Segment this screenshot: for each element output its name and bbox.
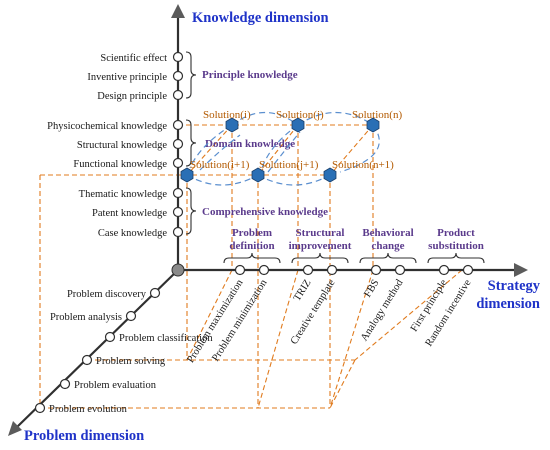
- knowledge-label: Thematic knowledge: [79, 189, 168, 200]
- arc-bottom-up-2: [267, 131, 301, 173]
- knowledge-node: [172, 157, 184, 169]
- problem-node: [104, 331, 116, 343]
- strategy-node: [234, 264, 246, 276]
- solution-label-j-plus-1: Solution(j+1): [259, 159, 319, 171]
- strategy-group-product-substitution-line2: substitution: [428, 240, 484, 252]
- problem-label: Problem classification: [119, 333, 213, 344]
- solution-hexagons: [180, 117, 380, 183]
- knowledge-node: [172, 206, 184, 218]
- group-domain-knowledge: Domain knowledge: [205, 138, 295, 150]
- solution-label-i: Solution(i): [203, 109, 251, 121]
- problem-label: Problem solving: [96, 356, 166, 367]
- problem-axis-title: Problem dimension: [24, 428, 144, 444]
- solution-hexagon: [366, 117, 380, 133]
- origin-sphere: [171, 263, 185, 277]
- arc-bottom-up-1: [199, 134, 241, 171]
- solution-hexagon: [180, 167, 194, 183]
- strategy-group-structural-improvement-line2: improvement: [289, 240, 352, 252]
- arc-top-2: [297, 111, 374, 126]
- strategy-node: [462, 264, 474, 276]
- solution-hexagon: [323, 167, 337, 183]
- arc-top-1: [231, 112, 299, 126]
- principle-brace: [185, 51, 197, 99]
- strategy-axis-title-line1: Strategy: [488, 278, 541, 294]
- domain-brace: [185, 119, 197, 167]
- strategy-group-problem-definition-line1: Problem: [232, 227, 272, 239]
- problem-label: Problem analysis: [50, 312, 122, 323]
- knowledge-label: Physicochemical knowledge: [47, 121, 167, 132]
- strategy-node: [258, 264, 270, 276]
- group-principle-knowledge: Principle knowledge: [202, 69, 298, 81]
- knowledge-label: Functional knowledge: [73, 159, 167, 170]
- strategy-node: [394, 264, 406, 276]
- knowledge-node: [172, 226, 184, 238]
- solution-label-j: Solution(j): [276, 109, 324, 121]
- arc-bottom-2: [257, 174, 331, 186]
- strategy-node: [302, 264, 314, 276]
- strategy-node: [438, 264, 450, 276]
- strategy-axis-title-line2: dimension: [476, 296, 540, 312]
- strategy-group-product-substitution-line1: Product: [437, 227, 475, 239]
- knowledge-axis-title: Knowledge dimension: [192, 10, 329, 26]
- problem-node: [149, 287, 161, 299]
- problem-axis-arrowhead: [8, 421, 22, 436]
- strategy-group-problem-definition-line2: definition: [229, 240, 274, 252]
- problem-axis: [15, 269, 179, 429]
- knowledge-label: Scientific effect: [100, 53, 167, 64]
- knowledge-node: [172, 138, 184, 150]
- problem-label: Problem evaluation: [74, 380, 157, 391]
- knowledge-label: Inventive principle: [87, 72, 167, 83]
- strategy-nodes: [234, 264, 474, 276]
- problem-items: Problem discovery Problem analysis Probl…: [34, 287, 213, 415]
- knowledge-node: [172, 51, 184, 63]
- knowledge-label: Patent knowledge: [92, 208, 167, 219]
- group-comprehensive-knowledge: Comprehensive knowledge: [202, 206, 328, 218]
- strategy-group-behavioral-change-line1: Behavioral: [362, 227, 413, 239]
- strategy-node: [370, 264, 382, 276]
- strategy-group-structural-improvement-line1: Structural: [296, 227, 345, 239]
- knowledge-node: [172, 119, 184, 131]
- knowledge-node: [172, 187, 184, 199]
- knowledge-node: [172, 70, 184, 82]
- strategy-node: [326, 264, 338, 276]
- knowledge-braces: [185, 51, 197, 235]
- solution-hexagon: [291, 117, 305, 133]
- problem-node: [125, 310, 137, 322]
- solution-label-n: Solution(n): [352, 109, 402, 121]
- solution-label-i-plus-1: Solution(i+1): [190, 159, 250, 171]
- strategy-braces: [223, 252, 485, 264]
- problem-node: [59, 378, 71, 390]
- knowledge-label: Structural knowledge: [77, 140, 167, 151]
- arc-bottom-1: [186, 174, 259, 186]
- solution-label-n-plus-1: Solution(n+1): [332, 159, 394, 171]
- problem-label: Problem discovery: [67, 289, 147, 300]
- strategy-group-behavioral-change-line2: change: [372, 240, 405, 252]
- solution-hexagon: [225, 117, 239, 133]
- problem-label: Problem evolution: [49, 404, 128, 415]
- strategy-axis-arrowhead: [514, 263, 528, 277]
- comprehensive-brace: [185, 187, 197, 235]
- knowledge-label: Case knowledge: [98, 228, 167, 239]
- problem-node: [34, 402, 46, 414]
- knowledge-node: [172, 89, 184, 101]
- solution-hexagon: [251, 167, 265, 183]
- projection-lines: [39, 124, 463, 409]
- strategy-label: FBS: [362, 278, 381, 300]
- knowledge-label: Design principle: [97, 91, 167, 102]
- knowledge-items: Scientific effect Inventive principle De…: [47, 51, 184, 239]
- knowledge-axis-arrowhead: [171, 4, 185, 18]
- problem-node: [81, 354, 93, 366]
